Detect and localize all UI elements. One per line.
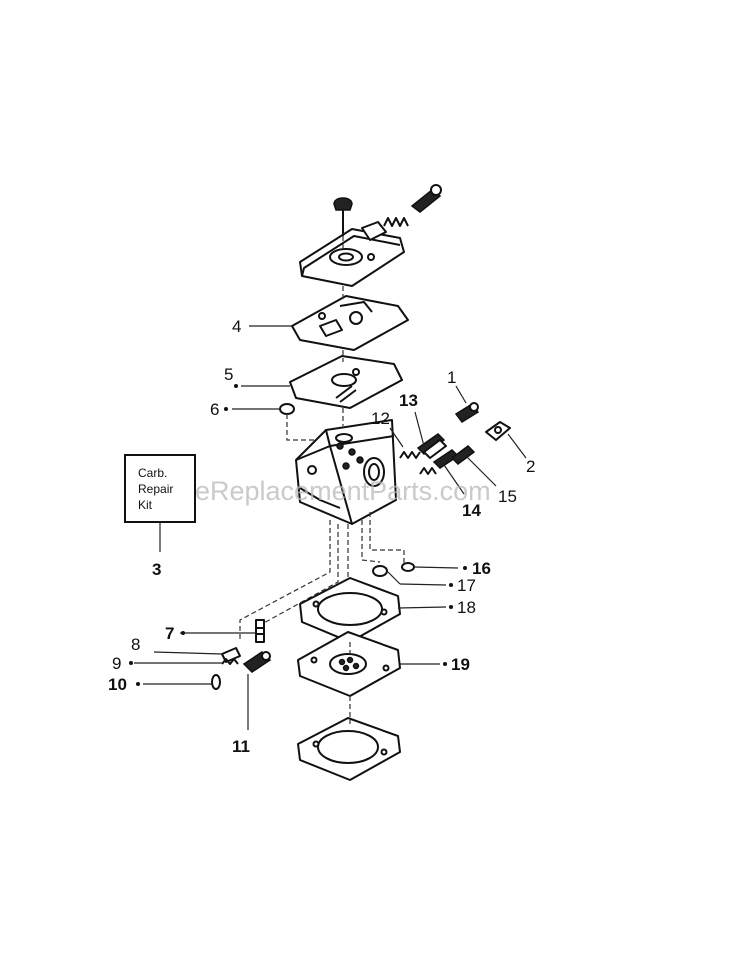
needle-seat-1: [454, 402, 480, 424]
callout-2: 2: [526, 457, 535, 476]
mixture-needle-12: [399, 433, 446, 459]
metering-gasket: [291, 286, 409, 351]
callout-9: 9: [112, 654, 121, 673]
lever-11: [242, 651, 272, 673]
adjusting-needle-15: [450, 445, 476, 465]
check-valve-16: [401, 562, 415, 572]
callout-18-dot: [449, 605, 453, 609]
callout-19: 19: [451, 655, 470, 674]
pin-7: [255, 619, 265, 643]
callout-5-dot: [234, 384, 238, 388]
spring-9: [221, 658, 239, 665]
callout-15: 15: [498, 487, 517, 506]
carburetor-top-cover: [299, 221, 405, 287]
mixture-needle-13: [423, 439, 447, 459]
pump-gasket-18: [299, 577, 401, 643]
callout-3: 3: [152, 560, 161, 579]
repair-kit-box: Carb. Repair Kit: [124, 454, 196, 523]
leader-lines: [134, 325, 527, 730]
callout-6: 6: [210, 400, 219, 419]
callout-10: 10: [108, 675, 127, 694]
callout-6-dot: [224, 407, 228, 411]
callout-17: 17: [457, 576, 476, 595]
callout-9-dot: [129, 661, 133, 665]
idle-spring-and-screw: [383, 184, 442, 227]
callout-13: 13: [399, 391, 418, 410]
washer-10: [211, 674, 221, 690]
watermark: eReplacementParts.com: [195, 476, 491, 506]
callout-7-dot: [181, 631, 185, 635]
callout-5: 5: [224, 365, 233, 384]
repair-kit-line3: Kit: [138, 498, 153, 512]
callout-16-dot: [463, 566, 467, 570]
callout-11: 11: [232, 737, 250, 756]
callout-10-dot: [136, 682, 140, 686]
callout-14: 14: [462, 501, 481, 520]
callout-1: 1: [447, 368, 456, 387]
throttle-screw: [333, 197, 353, 250]
callout-17-dot: [449, 583, 453, 587]
repair-kit-line2: Repair: [138, 482, 173, 496]
metering-plate: [289, 350, 403, 409]
callout-18: 18: [457, 598, 476, 617]
carburetor-body: [295, 408, 397, 525]
repair-kit-line1: Carb.: [138, 466, 167, 480]
callout-8: 8: [131, 635, 140, 654]
fitting-2: [485, 421, 511, 441]
callout-7: 7: [165, 624, 174, 643]
callout-4: 4: [232, 317, 241, 336]
pump-cover: [297, 696, 401, 781]
callout-19-dot: [443, 662, 447, 666]
diaphragm-19: [297, 631, 401, 697]
callout-12: 12: [371, 409, 390, 428]
callout-16: 16: [472, 559, 491, 578]
callout-labels: 4 5 6 1 2 3 13 12 14 15 16 17 18 19 7 8 …: [108, 317, 535, 756]
valve-17: [372, 565, 388, 577]
